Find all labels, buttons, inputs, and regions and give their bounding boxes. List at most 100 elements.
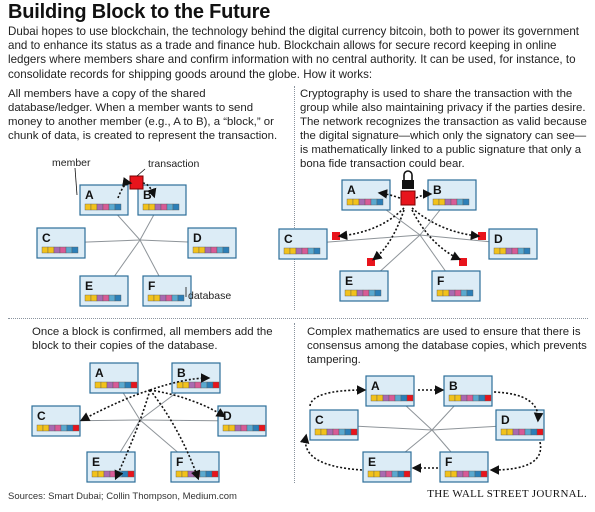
- database-cell: [118, 381, 126, 389]
- callout-line: [136, 168, 146, 177]
- database-cell: [206, 381, 214, 389]
- database-cell: [388, 394, 396, 402]
- database-cell: [200, 381, 208, 389]
- database-cell: [472, 394, 480, 402]
- database-cell: [295, 247, 303, 255]
- database-cell: [358, 198, 366, 206]
- broadcast-arrow: [415, 189, 433, 199]
- ledger-node-c: C: [36, 227, 86, 259]
- database-cell: [53, 246, 61, 254]
- broadcast-arrow: [372, 209, 405, 261]
- database-cell: [394, 394, 402, 402]
- network-link: [103, 239, 141, 292]
- intro-paragraph: Dubai hopes to use blockchain, the techn…: [8, 25, 580, 81]
- ledger-node-d: D: [495, 409, 545, 441]
- ledger-node-d: D: [488, 228, 538, 260]
- propagation-arrow: [114, 389, 151, 481]
- database-cell: [374, 289, 382, 297]
- database-cell: [376, 394, 384, 402]
- callout-transaction: transaction: [148, 158, 200, 170]
- database-cell: [301, 247, 309, 255]
- transaction-copy: [367, 258, 375, 266]
- sources-note: Sources: Smart Dubai; Collin Thompson, M…: [8, 491, 237, 502]
- transaction-copy: [459, 258, 467, 266]
- database-cell: [352, 198, 360, 206]
- panel-3-text: Once a block is confirmed, all members a…: [32, 326, 273, 352]
- network-link: [139, 419, 243, 422]
- ledger-node-e: E: [339, 270, 389, 302]
- node-box: [278, 228, 328, 260]
- database-cell: [41, 246, 49, 254]
- network-link: [419, 194, 453, 236]
- database-cell: [500, 428, 508, 436]
- database-cell: [84, 294, 92, 302]
- ledger-node-a: A: [89, 362, 139, 394]
- transaction-copy: [478, 232, 486, 240]
- database-cell: [147, 294, 155, 302]
- database-cell: [478, 394, 486, 402]
- database-cell: [102, 294, 110, 302]
- consensus-arrow: [299, 433, 363, 471]
- node-box: [171, 362, 221, 394]
- database-cell: [382, 394, 390, 402]
- node-box: [495, 409, 545, 441]
- node-box: [79, 275, 129, 307]
- database-cell: [400, 394, 408, 402]
- database-cell: [344, 289, 352, 297]
- database-cell: [115, 470, 123, 478]
- node-label: E: [345, 274, 353, 288]
- database-cell: [96, 203, 104, 211]
- broadcast-arrow: [411, 209, 462, 261]
- database-cell: [100, 381, 108, 389]
- propagation-arrow: [149, 389, 227, 418]
- database-cell: [36, 424, 44, 432]
- database-cell: [314, 428, 322, 436]
- database-cell: [506, 428, 514, 436]
- broadcast-arrow: [337, 207, 405, 241]
- network-link: [139, 239, 168, 292]
- node-box: [86, 451, 136, 483]
- database-cell: [182, 381, 190, 389]
- ledger-node-a: A: [341, 179, 391, 211]
- database-cell: [124, 381, 132, 389]
- database-cell: [338, 428, 346, 436]
- added-block: [130, 381, 138, 389]
- node-label: D: [193, 231, 202, 245]
- database-cell: [153, 294, 161, 302]
- node-label: B: [143, 188, 152, 202]
- database-cell: [397, 470, 405, 478]
- database-cell: [187, 470, 195, 478]
- database-cell: [112, 381, 120, 389]
- node-label: A: [85, 188, 94, 202]
- node-box: [137, 184, 187, 216]
- added-block: [258, 424, 266, 432]
- network-link: [419, 234, 457, 287]
- database-cell: [142, 203, 150, 211]
- publisher-credit: THE WALL STREET JOURNAL.: [427, 488, 587, 500]
- network-link: [363, 234, 421, 287]
- network-link: [60, 239, 141, 244]
- vertical-divider-top: [294, 86, 295, 310]
- callout-database: database: [188, 290, 231, 302]
- database-cell: [199, 470, 207, 478]
- ledger-node-b: B: [443, 375, 493, 407]
- ledger-node-f: F: [431, 270, 481, 302]
- transaction-copy: [332, 232, 340, 240]
- database-cell: [175, 470, 183, 478]
- database-cell: [432, 198, 440, 206]
- node-label: F: [148, 279, 155, 293]
- ledger-node-a: A: [79, 184, 129, 216]
- database-cell: [385, 470, 393, 478]
- network-link: [139, 377, 197, 421]
- database-cell: [313, 247, 321, 255]
- database-cell: [466, 289, 474, 297]
- database-cell: [456, 198, 464, 206]
- database-cell: [468, 470, 476, 478]
- lock-icon: [402, 170, 414, 189]
- database-cell: [364, 198, 372, 206]
- added-block: [350, 428, 358, 436]
- node-box: [443, 375, 493, 407]
- network-link: [389, 390, 433, 431]
- database-cell: [456, 470, 464, 478]
- database-cell: [454, 289, 462, 297]
